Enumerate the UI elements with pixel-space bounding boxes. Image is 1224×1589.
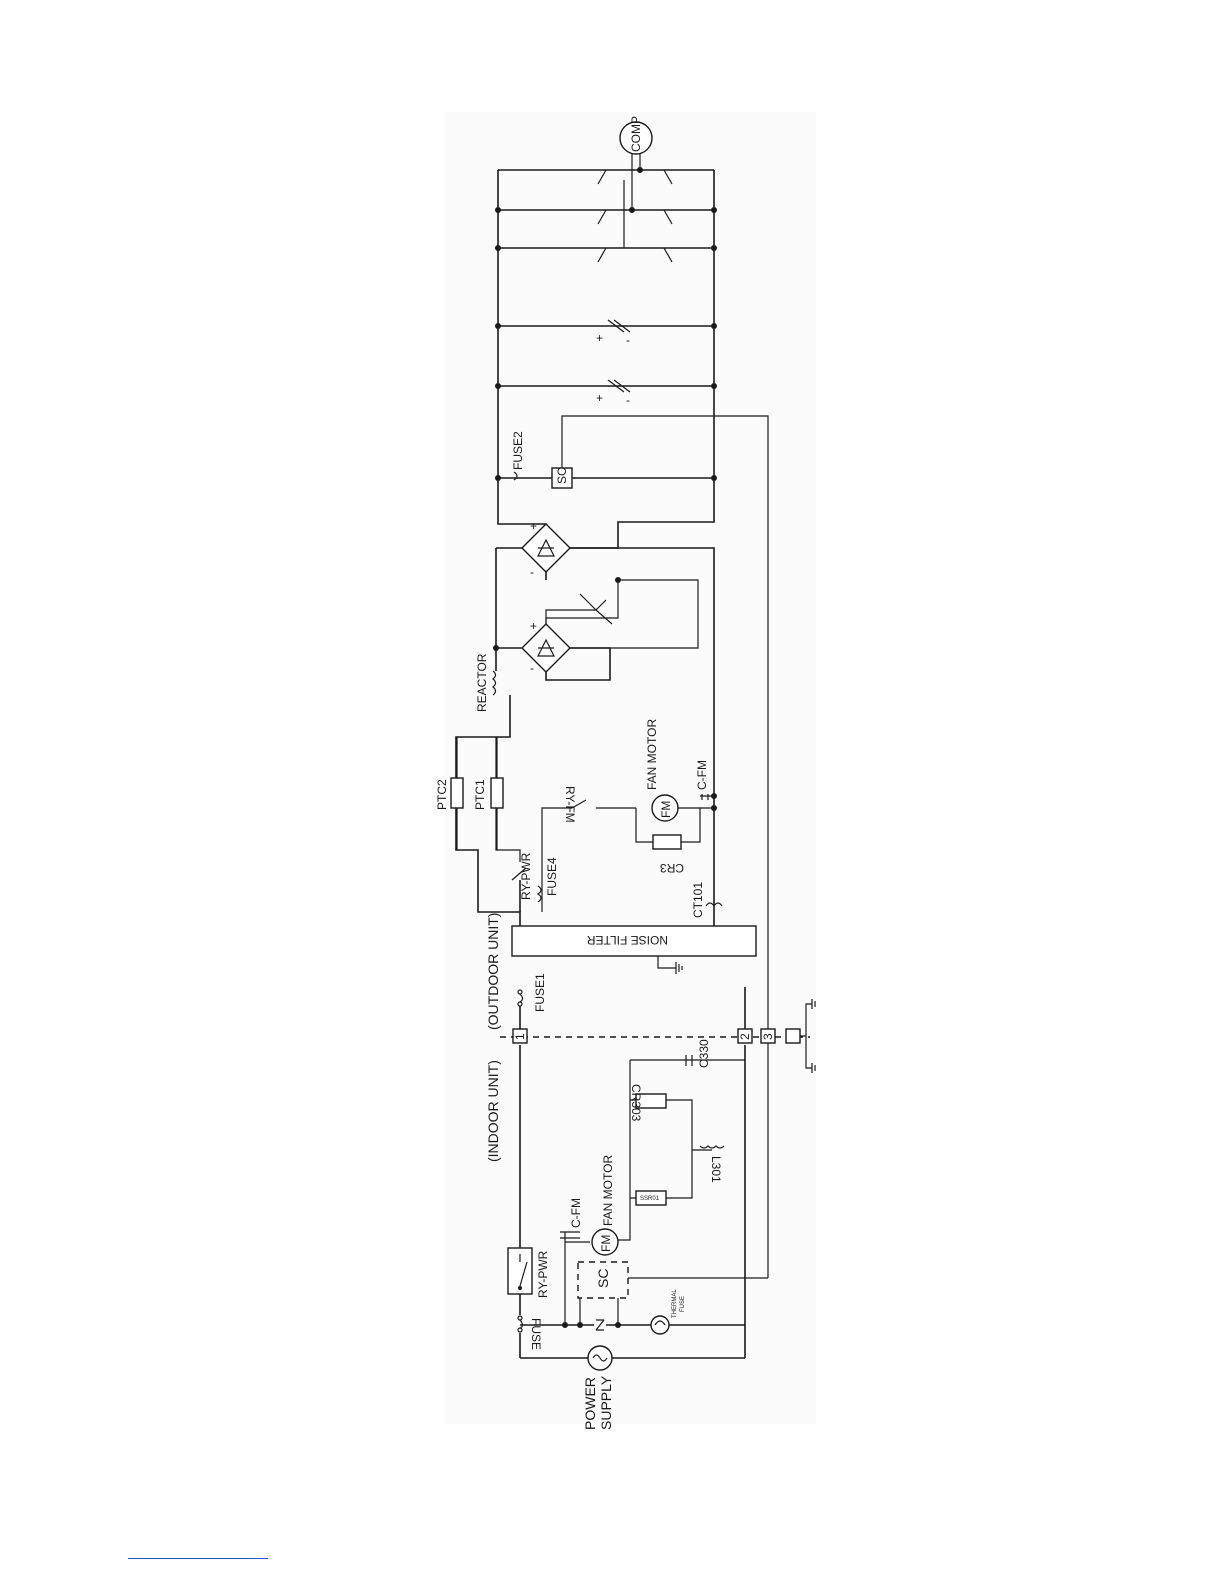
terminal-ground-box: [786, 1029, 800, 1043]
thermal-fuse-symbol: [651, 1316, 669, 1334]
reactor-label: REACTOR: [475, 653, 489, 712]
terminal-2-label: 2: [738, 1033, 752, 1040]
bridge2-plus: +: [530, 519, 537, 533]
fuse-label: FUSE: [529, 1318, 543, 1350]
outdoor-unit-label: (OUTDOOR UNIT): [485, 913, 501, 1030]
fuse4-label: FUSE4: [545, 857, 559, 896]
power-supply-symbol: [588, 1346, 612, 1370]
ssr01-label: SSR01: [640, 1196, 660, 1202]
outdoor-ry-pwr-label: RY-PWR: [519, 852, 533, 900]
bridge1-plus: +: [530, 619, 537, 633]
noise-filter-label: NOISE FILTER: [587, 933, 668, 947]
c330-label: C330: [697, 1039, 711, 1068]
fuse2-label: FUSE2: [511, 431, 525, 470]
thermal-fuse-label-2: FUSE: [680, 1296, 686, 1312]
outdoor-fan-motor-label: FAN MOTOR: [645, 719, 659, 790]
terminal-3-label: 3: [761, 1033, 775, 1040]
cap1-minus: -: [626, 393, 630, 407]
cr3-box: [653, 835, 681, 849]
indoor-unit-label: (INDOOR UNIT): [485, 1060, 501, 1162]
indoor-fuse-symbol: [514, 1315, 526, 1333]
indoor-fan-motor-label: FAN MOTOR: [601, 1155, 615, 1226]
indoor-ry-pwr-relay: [508, 1248, 532, 1294]
power-supply-label-2: SUPPLY: [598, 1375, 614, 1430]
indoor-sc-label: SC: [595, 1269, 611, 1288]
outdoor-sc-label: SC: [555, 467, 569, 484]
bridge1-minus: -: [530, 661, 534, 675]
cr3-label: CR3: [660, 861, 684, 875]
terminal-1-label: 1: [513, 1033, 527, 1040]
ry-fm-label: RY-FM: [563, 786, 577, 823]
indoor-varistor-symbol: [594, 1318, 606, 1332]
ct101-label: CT101: [691, 882, 705, 918]
footer-rule: [128, 1558, 268, 1559]
cap1-plus: +: [596, 391, 603, 405]
indoor-c-fm-label: C-FM: [569, 1198, 583, 1228]
power-supply-label-1: POWER: [582, 1377, 598, 1430]
ptc1-box: [491, 778, 503, 808]
outdoor-fm-label: FM: [659, 801, 673, 818]
cap2-minus: -: [626, 333, 630, 347]
ptc2-box: [451, 778, 463, 808]
cr303-label: CR303: [629, 1084, 643, 1122]
bridge2-minus: -: [530, 565, 534, 579]
l301-label: L301: [709, 1156, 723, 1183]
diagram-background: [445, 112, 817, 1424]
fuse1-symbol: [514, 990, 526, 1006]
indoor-ry-pwr-label: RY-PWR: [536, 1250, 550, 1298]
comp-label: COMP: [629, 116, 643, 152]
thermal-fuse-label-1: THERMAL: [672, 1289, 678, 1318]
ptc1-label: PTC1: [473, 779, 487, 810]
fuse1-label: FUSE1: [533, 973, 547, 1012]
ptc2-label: PTC2: [435, 779, 449, 810]
indoor-fm-label: FM: [599, 1235, 613, 1252]
cap2-plus: +: [596, 331, 603, 345]
outdoor-c-fm-label: C-FM: [695, 760, 709, 790]
